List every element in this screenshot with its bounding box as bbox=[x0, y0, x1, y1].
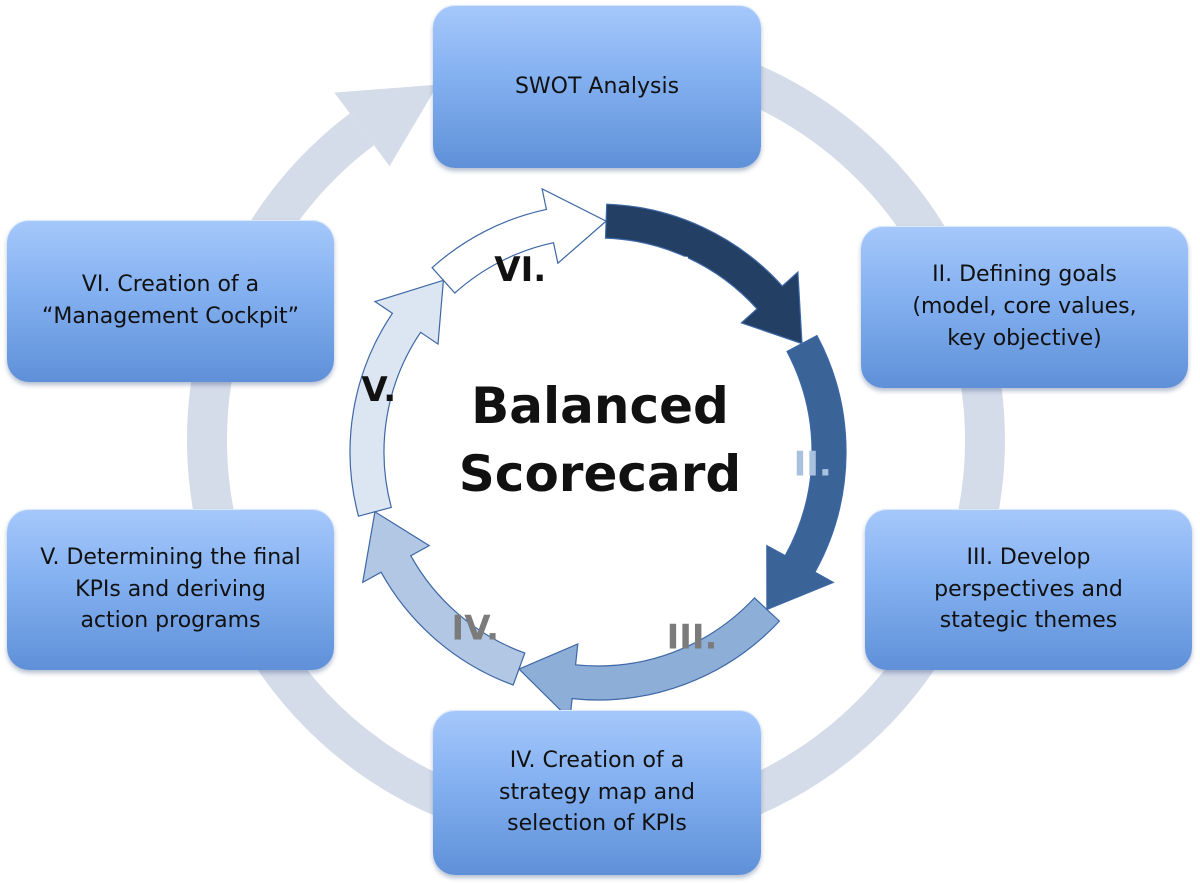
cycle-label-5: V. bbox=[361, 370, 396, 410]
outer-arrowhead bbox=[334, 84, 438, 167]
step-ii-defining-goals: II. Defining goals (model, core values, … bbox=[861, 226, 1188, 388]
cycle-label-2: II. bbox=[794, 444, 832, 484]
cycle-segment-3 bbox=[517, 597, 781, 721]
cycle-segment-6 bbox=[431, 187, 608, 294]
cycle-label-6: VI. bbox=[494, 250, 546, 290]
step-iv-strategy-map: IV. Creation of a strategy map and selec… bbox=[433, 710, 761, 875]
cycle-segment-4 bbox=[361, 510, 526, 686]
cycle-segment-1 bbox=[604, 203, 803, 345]
step-v-determining-kpis: V. Determining the final KPIs and derivi… bbox=[7, 509, 334, 670]
cycle-segment-2 bbox=[766, 334, 847, 611]
step-vi-management-cockpit: VI. Creation of a “Management Cockpit” bbox=[7, 220, 334, 382]
diagram-title: Balanced Scorecard bbox=[458, 377, 742, 503]
cycle-label-1: I. bbox=[678, 250, 704, 290]
cycle-label-4: IV. bbox=[452, 608, 500, 648]
step-iii-develop-perspectives: III. Develop perspectives and stategic t… bbox=[865, 509, 1192, 670]
inner-cycle: I. II. III. IV. V. VI. bbox=[349, 187, 847, 721]
step-swot-analysis: SWOT Analysis bbox=[433, 5, 761, 168]
cycle-label-3: III. bbox=[667, 617, 718, 657]
cycle-segment-5 bbox=[349, 279, 445, 517]
